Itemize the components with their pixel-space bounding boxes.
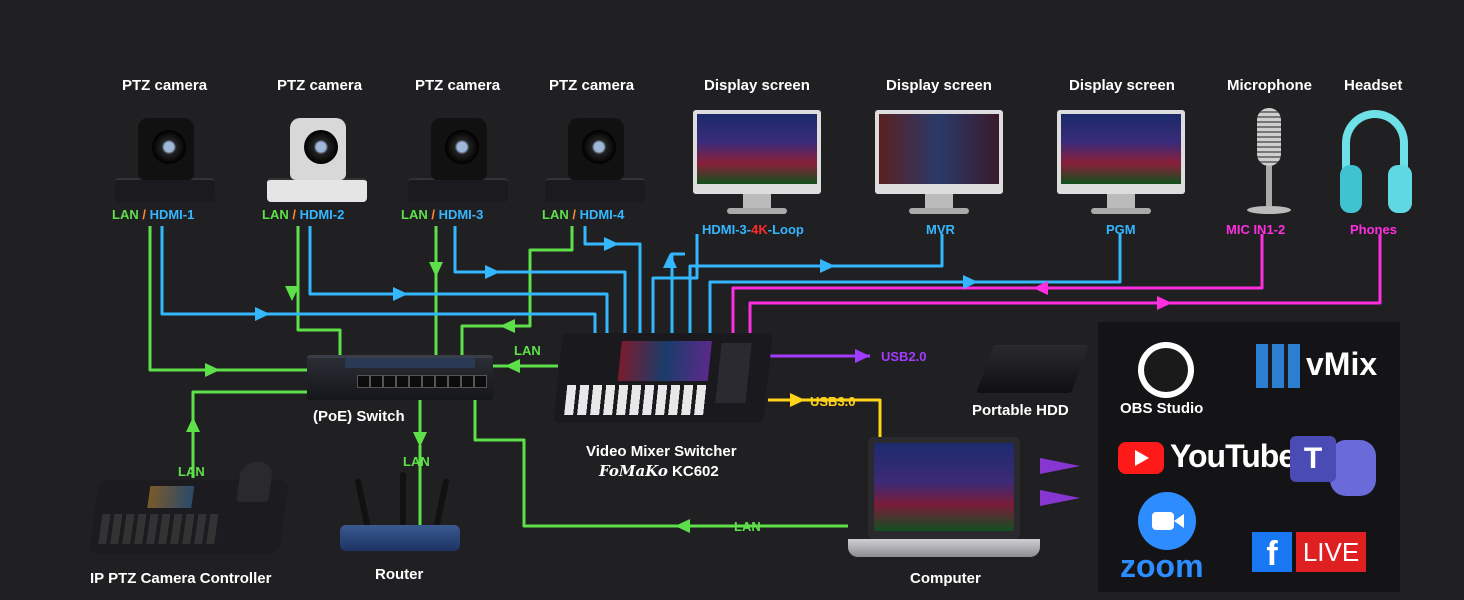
ptz-camera-2: [262, 112, 372, 202]
ptz-camera-4: [540, 112, 650, 202]
cam3-title: PTZ camera: [415, 77, 501, 94]
disp3-title: Display screen: [1069, 77, 1175, 94]
phones-label: Phones: [1350, 222, 1397, 237]
poe-switch: [307, 355, 493, 400]
switch-port: [370, 375, 383, 388]
lan-wires: [148, 226, 848, 528]
lan-router-label: LAN: [403, 454, 430, 469]
computer-title: Computer: [910, 570, 981, 587]
facebook-live-icon: f LIVE: [1252, 532, 1366, 573]
zoom-icon: [1138, 492, 1196, 550]
lan-mixer-label: LAN: [514, 343, 541, 358]
switch-port: [461, 375, 474, 388]
mic-in-label: MIC IN1-2: [1226, 222, 1286, 237]
lan-controller-label: LAN: [178, 464, 205, 479]
switch-port: [383, 375, 396, 388]
usb2-label: USB2.0: [881, 349, 927, 364]
obs-icon: [1138, 342, 1194, 398]
lan-computer-label: LAN: [734, 519, 761, 534]
headset-device: [1340, 110, 1412, 220]
youtube-icon: [1118, 442, 1164, 474]
mixer-title: Video Mixer Switcher: [586, 443, 737, 460]
cam2-title: PTZ camera: [277, 77, 363, 94]
arrowheads: [186, 237, 1172, 533]
switch-title: (PoE) Switch: [313, 408, 405, 425]
portable-hdd: [976, 345, 1089, 393]
hdd-title: Portable HDD: [972, 402, 1069, 419]
display-screen-1: [693, 110, 821, 220]
display-screen-2: [875, 110, 1003, 220]
switch-port: [448, 375, 461, 388]
hdmi-wires: [160, 226, 1122, 335]
cam4-connection: LAN / HDMI-4: [542, 207, 625, 222]
obs-label: OBS Studio: [1120, 400, 1204, 417]
cam3-connection: LAN / HDMI-3: [401, 207, 484, 222]
pgm-label: PGM: [1106, 222, 1136, 237]
microphone-device: [1245, 108, 1293, 216]
switch-port: [422, 375, 435, 388]
vmix-label: vMix: [1306, 346, 1378, 382]
live-label: LIVE: [1296, 532, 1366, 572]
cam4-title: PTZ camera: [549, 77, 635, 94]
youtube-label: YouTube: [1170, 438, 1296, 474]
ptz-camera-1: [110, 112, 220, 202]
streaming-platforms-panel: OBS Studio vMix YouTube T zoom f LIVE: [1098, 322, 1400, 592]
audio-wires: [731, 234, 1382, 335]
ptz-camera-3: [403, 112, 513, 202]
cam1-connection: LAN / HDMI-1: [112, 207, 195, 222]
usb3-label: USB3.0: [810, 394, 856, 409]
headset-title: Headset: [1344, 77, 1403, 94]
disp2-title: Display screen: [886, 77, 992, 94]
usb3-wire: [768, 398, 882, 437]
ptz-controller: [88, 462, 290, 554]
router-title: Router: [375, 566, 424, 583]
switch-port: [396, 375, 409, 388]
microphone-title: Microphone: [1227, 77, 1312, 94]
switch-port: [357, 375, 370, 388]
cam2-connection: LAN / HDMI-2: [262, 207, 345, 222]
mixer-model: FoMaKo KC602: [599, 462, 719, 480]
teams-icon: T: [1290, 430, 1380, 500]
switch-port: [474, 375, 487, 388]
cam1-title: PTZ camera: [122, 77, 208, 94]
hdmi-loop-label: HDMI-3-4K-Loop: [702, 222, 804, 237]
vmix-icon: [1256, 344, 1300, 388]
controller-title: IP PTZ Camera Controller: [90, 570, 272, 587]
mvr-label: MVR: [926, 222, 955, 237]
zoom-label: zoom: [1120, 548, 1204, 584]
switch-port: [435, 375, 448, 388]
video-mixer-switcher: [553, 333, 773, 423]
disp1-title: Display screen: [704, 77, 810, 94]
switch-port: [409, 375, 422, 388]
router-device: [340, 525, 460, 551]
computer-laptop: [848, 437, 1040, 563]
display-screen-3: [1057, 110, 1185, 220]
